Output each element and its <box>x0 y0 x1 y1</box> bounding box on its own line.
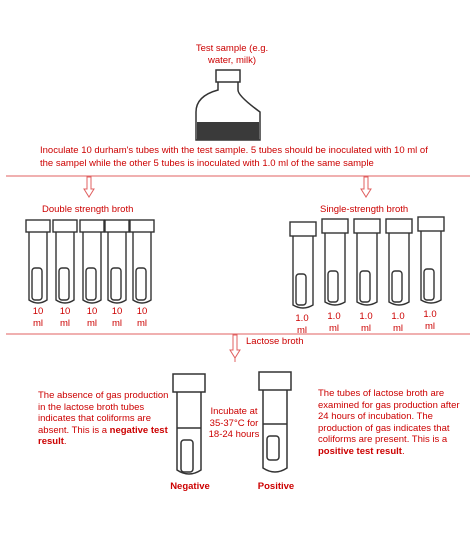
test-tube <box>52 219 78 304</box>
volume-label: 1.0 ml <box>295 313 309 336</box>
arrow-center-down <box>229 334 241 359</box>
test-tube <box>353 218 381 306</box>
arrow-right-down <box>360 176 372 198</box>
positive-result-label: Positive <box>257 481 295 492</box>
negative-note-emphasis: negative test result <box>38 424 168 448</box>
volume-label: 10 ml <box>111 306 123 329</box>
volume-label: 1.0 ml <box>391 311 405 334</box>
single-strength-label: Single-strength broth <box>320 204 409 215</box>
test-tube <box>417 216 445 304</box>
negative-result-label: Negative <box>170 481 210 492</box>
sample-label: Test sample (e.g. water, milk) <box>195 43 269 66</box>
volume-label: 10 ml <box>32 306 44 329</box>
test-tube <box>129 219 155 304</box>
volume-label: 1.0 ml <box>327 311 341 334</box>
double-strength-label: Double strength broth <box>42 204 134 215</box>
arrow-left-down <box>83 176 95 198</box>
lactose-broth-label: Lactose broth <box>246 336 304 347</box>
instruction-line-2: the sampel while the other 5 tubes is in… <box>40 158 374 169</box>
volume-label: 10 ml <box>59 306 71 329</box>
negative-note: The absence of gas production in the lac… <box>38 390 170 448</box>
negative-note-text: The absence of gas production in the lac… <box>38 390 169 436</box>
test-tube <box>321 218 349 306</box>
test-tube <box>385 218 413 306</box>
single-strength-tubes <box>289 216 445 309</box>
sample-bottle <box>195 69 261 141</box>
positive-note: The tubes of lactose broth are examined … <box>318 388 466 457</box>
volume-label: 1.0 ml <box>359 311 373 334</box>
positive-note-emphasis: positive test result <box>318 445 402 457</box>
volume-label: 10 ml <box>136 306 148 329</box>
instruction-line-1: Inoculate 10 durham's tubes with the tes… <box>40 145 428 156</box>
test-tube <box>289 221 317 309</box>
test-tube <box>25 219 51 304</box>
test-tube <box>79 219 105 304</box>
volume-label: 1.0 ml <box>423 309 437 332</box>
test-tube <box>104 219 130 304</box>
positive-note-text: The tubes of lactose broth are examined … <box>318 388 460 445</box>
positive-note-end: . <box>401 445 405 457</box>
negative-result-tube <box>172 373 206 475</box>
double-strength-tubes <box>25 219 155 304</box>
positive-result-tube <box>258 371 292 473</box>
incubate-note: Incubate at 35-37°C for 18-24 hours <box>208 406 260 440</box>
negative-note-end: . <box>63 436 67 447</box>
volume-label: 10 ml <box>86 306 98 329</box>
